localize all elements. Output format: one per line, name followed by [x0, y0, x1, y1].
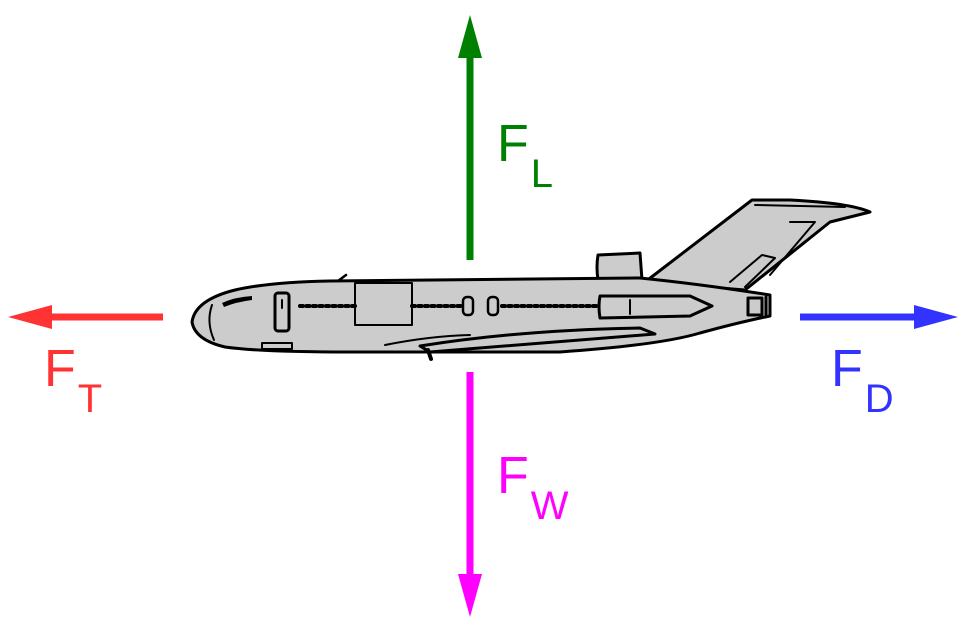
thrust-subscript: T: [77, 377, 103, 421]
thrust-force-label: FT: [44, 340, 102, 419]
side-engine-exhaust: [746, 296, 764, 317]
landing-gear: [426, 348, 433, 361]
tail-fin-detail: [754, 204, 846, 208]
belly-hatch: [261, 342, 293, 350]
thrust-arrow: [8, 305, 163, 329]
drag-force-label: FD: [831, 340, 894, 419]
forward-door: [273, 291, 291, 333]
overwing-exit-2: [486, 295, 500, 317]
wing: [418, 326, 657, 354]
lift-force-label: FL: [497, 115, 553, 194]
weight-arrow: [458, 372, 482, 617]
drag-subscript: D: [864, 377, 894, 421]
overwing-exit-1: [461, 295, 475, 317]
lift-arrow-head: [458, 15, 482, 58]
tail-fin: [643, 198, 872, 292]
jet-airliner-icon: [190, 198, 872, 361]
wing-fairing: [384, 334, 471, 346]
thrust-symbol: F: [44, 340, 76, 398]
nose-cone-line: [208, 304, 215, 341]
cockpit-windshield: [222, 296, 252, 307]
weight-subscript: W: [530, 484, 569, 528]
weight-symbol: F: [497, 447, 529, 505]
thrust-arrow-head: [8, 305, 52, 329]
drag-arrow: [800, 305, 958, 329]
drag-symbol: F: [831, 340, 863, 398]
center-engine-intake: [595, 251, 644, 282]
drag-arrow-head: [914, 305, 958, 329]
lift-arrow: [458, 15, 482, 260]
weight-arrow-head: [458, 574, 482, 617]
side-engine-pod: [597, 294, 714, 320]
tail-fin-rudder: [729, 254, 776, 288]
antenna: [336, 273, 348, 283]
lift-subscript: L: [530, 152, 554, 196]
weight-force-label: FW: [497, 447, 569, 526]
tail-fin-stripe: [769, 221, 816, 276]
lift-symbol: F: [497, 115, 529, 173]
